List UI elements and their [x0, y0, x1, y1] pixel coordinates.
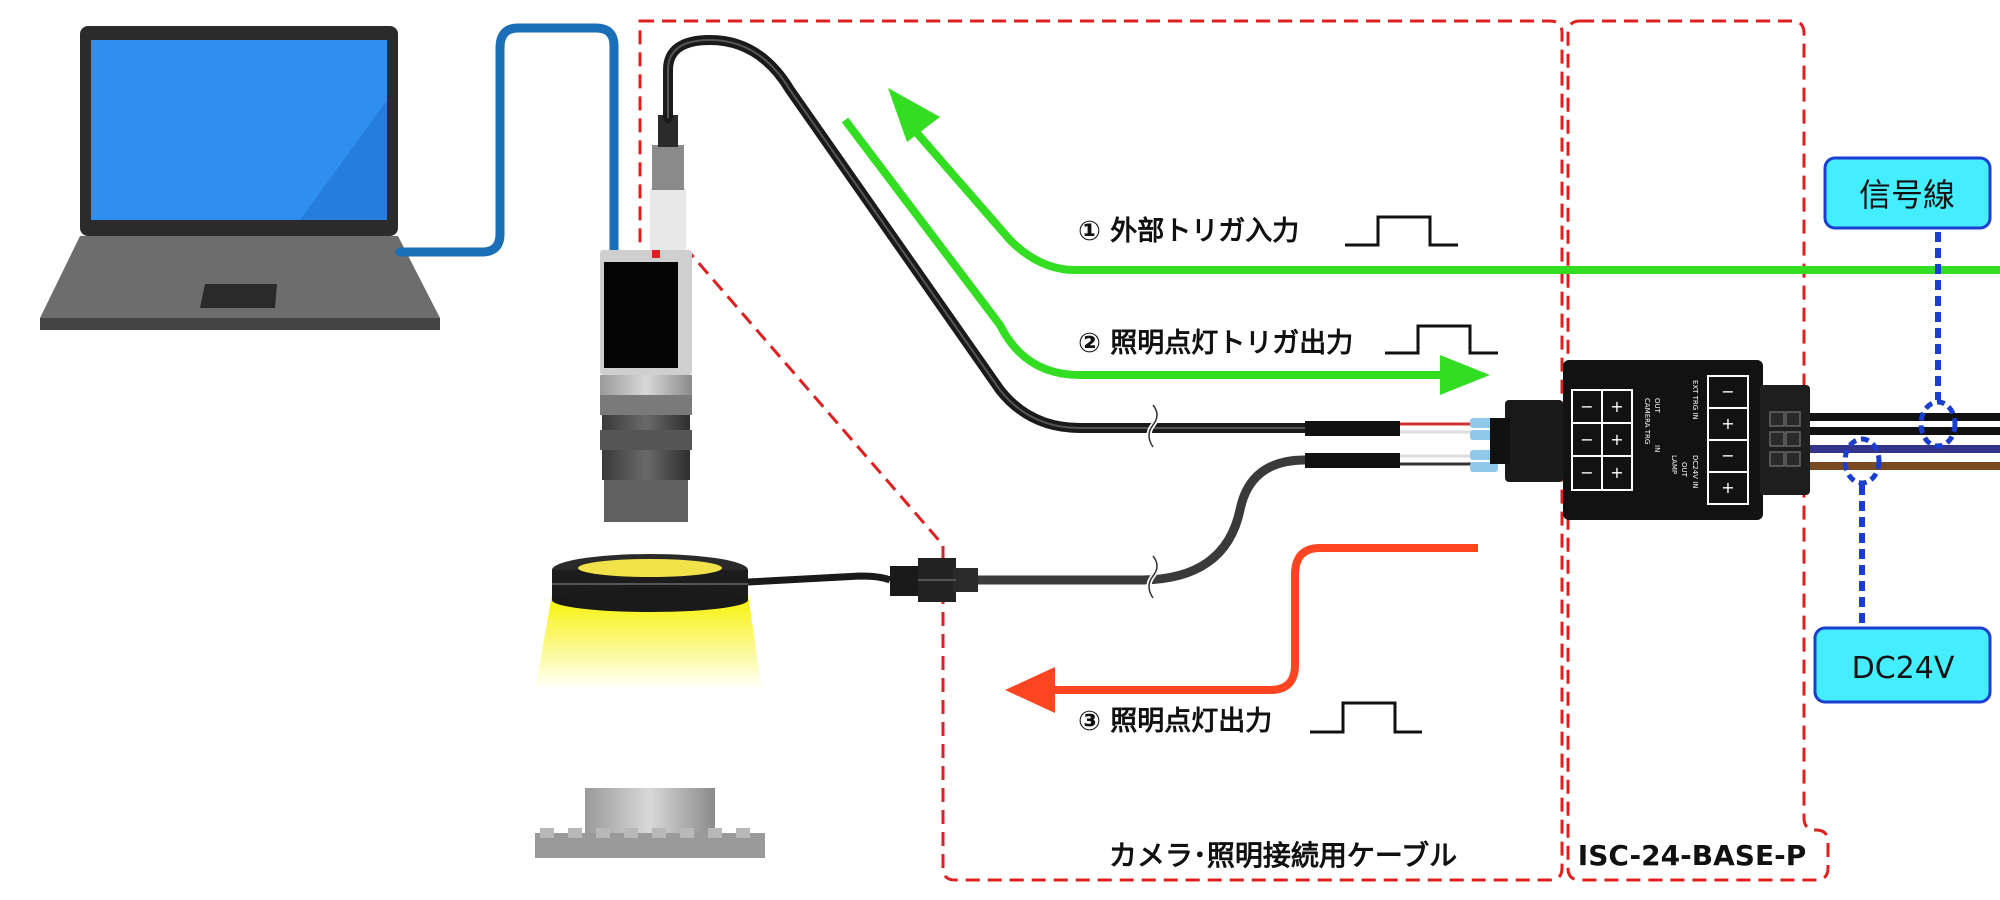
light-connector: [890, 558, 978, 602]
terminal-label: LAMP: [1670, 455, 1678, 474]
svg-text:−: −: [1721, 382, 1734, 401]
terminal-label: EXT TRG IN: [1691, 380, 1699, 420]
trigger-in-arrow: [888, 88, 2000, 274]
pulse-icon: [1345, 215, 1458, 247]
light-out-arrow: [1005, 544, 1478, 713]
lighting-cable: [970, 455, 1315, 585]
svg-text:−: −: [1580, 430, 1593, 449]
camera: [600, 115, 692, 522]
terminal-label: DC24V IN: [1691, 455, 1699, 489]
svg-text:−: −: [1580, 397, 1593, 416]
power-label: DC24V: [1852, 651, 1955, 686]
ring-light: [535, 554, 892, 690]
cable-region-frame: [638, 19, 1564, 882]
terminal-label: OUT: [1680, 462, 1688, 478]
cable-region-label: カメラ･照明接続用ケーブル: [1109, 839, 1457, 872]
svg-text:+: +: [1610, 397, 1623, 416]
terminal-label: IN: [1653, 445, 1661, 452]
terminal-label: CAMERA TRG: [1643, 398, 1651, 444]
controller-region-label: ISC-24-BASE-P: [1578, 839, 1806, 872]
svg-text:−: −: [1721, 446, 1734, 465]
svg-text:−: −: [1580, 463, 1593, 482]
pulse-icon: [1310, 701, 1422, 734]
controller-unit: −+ −+ −+ −+ −+ CAMERA TRG OUT IN LAMP OU…: [1490, 360, 1810, 520]
signal-line-callout: [1918, 232, 1958, 449]
light-out-label: ③ 照明点灯出力: [1078, 706, 1272, 737]
power-callout: [1842, 436, 1882, 626]
light-trigger-out-label: ② 照明点灯トリガ出力: [1078, 328, 1353, 359]
trigger-in-label: ① 外部トリガ入力: [1078, 215, 1299, 247]
workpiece: [535, 788, 765, 858]
pulse-icon: [1385, 324, 1498, 355]
power-signal-wires: [1808, 413, 2000, 470]
signal-line-box: [1823, 156, 1992, 230]
svg-text:+: +: [1721, 478, 1734, 497]
controller-region-frame: [1566, 19, 1830, 882]
terminal-label: OUT: [1653, 398, 1661, 414]
light-trigger-out-arrow: [841, 117, 1490, 395]
power-box: [1813, 626, 1992, 704]
svg-text:+: +: [1610, 430, 1623, 449]
svg-text:+: +: [1721, 414, 1734, 433]
svg-text:+: +: [1610, 463, 1623, 482]
laptop: [40, 26, 440, 330]
usb-cable: [395, 23, 619, 257]
signal-line-label: 信号線: [1859, 176, 1955, 214]
